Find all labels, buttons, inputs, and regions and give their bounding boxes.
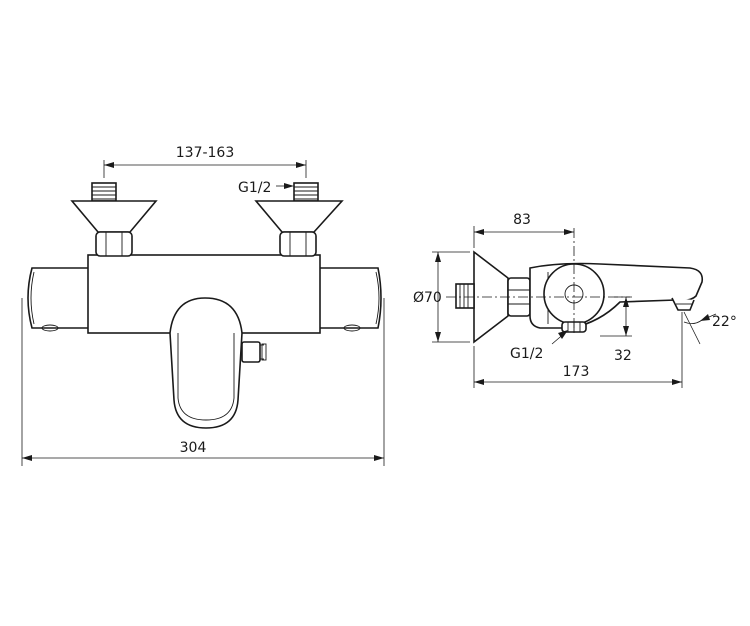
axis-depth-dimension: 83 xyxy=(473,212,574,248)
overall-width-label: 304 xyxy=(180,440,207,456)
diameter-dimension: Ø70 xyxy=(413,251,470,343)
overall-depth-label: 173 xyxy=(563,364,590,380)
left-connection-fitting xyxy=(70,182,158,257)
connection-spacing-dimension: 137-163 xyxy=(103,145,307,178)
side-view: 83 Ø70 G1/2 32 xyxy=(413,212,737,388)
diameter-label: Ø70 xyxy=(413,290,442,306)
outlet-angle-dimension: 22° xyxy=(683,311,737,345)
front-view: 137-163 G1/2 304 xyxy=(21,145,385,466)
outlet-height-label: 32 xyxy=(614,348,632,364)
front-thread-label: G1/2 xyxy=(238,180,271,196)
connection-spacing-label: 137-163 xyxy=(176,145,235,161)
axis-depth-label: 83 xyxy=(513,212,531,228)
overall-width-dimension: 304 xyxy=(21,298,385,466)
side-inlet-thread xyxy=(455,283,475,309)
outlet-angle-label: 22° xyxy=(712,314,737,330)
overall-depth-dimension: 173 xyxy=(473,312,683,388)
side-thread-label: G1/2 xyxy=(510,346,543,362)
side-thread-leader: G1/2 xyxy=(510,330,568,362)
front-thread-leader: G1/2 xyxy=(238,180,294,196)
right-connection-fitting xyxy=(254,182,344,257)
front-spout xyxy=(169,297,267,429)
outlet-height-dimension: 32 xyxy=(600,296,632,364)
